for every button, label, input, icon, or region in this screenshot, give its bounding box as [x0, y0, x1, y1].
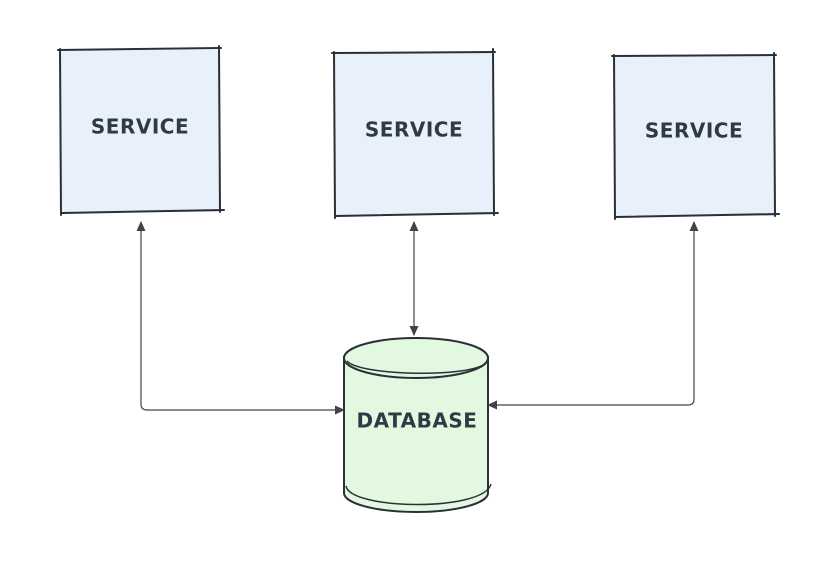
database-label: DATABASE [357, 409, 478, 433]
service-box-3 [615, 56, 775, 216]
service-node-2[interactable]: SERVICE [331, 48, 499, 219]
service-node-3[interactable]: SERVICE [611, 52, 780, 220]
connector-service-3-database[interactable] [487, 221, 699, 410]
service-box-3-outline [611, 52, 780, 220]
database-node[interactable]: DATABASE [343, 337, 492, 513]
service-label-3: SERVICE [645, 119, 743, 143]
connector-service-1-database[interactable] [136, 221, 345, 415]
service-box-2-outline [331, 48, 499, 219]
database-top-sketch [346, 360, 487, 375]
service-label-2: SERVICE [365, 118, 463, 142]
database-top [343, 337, 489, 379]
service-node-1[interactable]: SERVICE [57, 45, 225, 216]
database-bottom-sketch [345, 483, 492, 506]
service-box-2 [335, 53, 493, 215]
service-box-1-outline [57, 45, 225, 216]
database-body [343, 356, 489, 513]
service-label-1: SERVICE [91, 115, 189, 139]
service-box-1 [61, 50, 219, 212]
